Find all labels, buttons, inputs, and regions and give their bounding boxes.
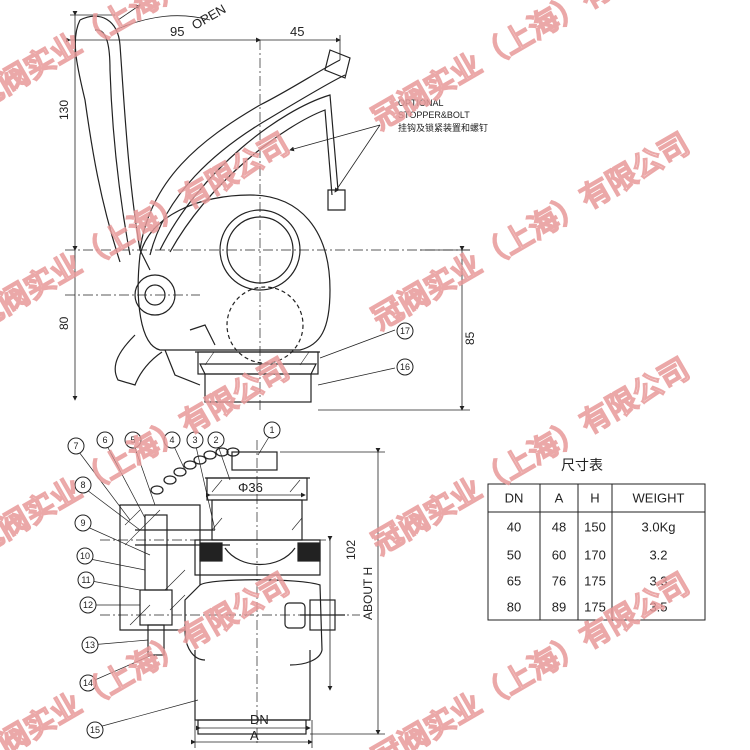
table-cell: 3.3 bbox=[649, 574, 667, 589]
table-cell: 3.0Kg bbox=[642, 520, 676, 535]
svg-text:9: 9 bbox=[80, 518, 85, 528]
bubble-17: 17 bbox=[396, 322, 414, 340]
bubble-13: 13 bbox=[81, 636, 99, 654]
bubble-4: 4 bbox=[163, 431, 181, 449]
section-view bbox=[75, 431, 385, 748]
bubble-16: 16 bbox=[396, 358, 414, 376]
note-leaders bbox=[289, 124, 396, 386]
table-cell: 40 bbox=[507, 520, 521, 535]
table-header-cell: A bbox=[555, 491, 564, 506]
size-table-grid bbox=[487, 483, 706, 621]
bubble-14: 14 bbox=[79, 674, 97, 692]
svg-text:1: 1 bbox=[269, 425, 274, 435]
watermark-text: 冠阀实业（上海）有限公司 bbox=[367, 0, 696, 137]
bubble-11: 11 bbox=[77, 571, 95, 589]
lever-open bbox=[139, 49, 351, 256]
table-cell: 170 bbox=[584, 548, 606, 563]
table-cell: 48 bbox=[552, 520, 566, 535]
svg-text:14: 14 bbox=[83, 678, 93, 688]
dim-dn: DN bbox=[250, 712, 269, 727]
bubble-9: 9 bbox=[74, 514, 92, 532]
bubble-1: 1 bbox=[263, 421, 281, 439]
bubble-10: 10 bbox=[76, 547, 94, 565]
note-line1: OPTIONAL bbox=[398, 98, 444, 108]
svg-text:7: 7 bbox=[73, 441, 78, 451]
open-angle-label: OPEN bbox=[189, 1, 228, 32]
bubble-3: 3 bbox=[186, 431, 204, 449]
svg-text:3: 3 bbox=[192, 435, 197, 445]
table-cell: 150 bbox=[584, 520, 606, 535]
note-line3: 挂钩及锁紧装置和螺钉 bbox=[398, 122, 488, 133]
svg-text:12: 12 bbox=[83, 600, 93, 610]
dim-85: 85 bbox=[463, 331, 477, 345]
cap-hatch bbox=[204, 351, 310, 366]
table-cell: 65 bbox=[507, 574, 521, 589]
bubble-8: 8 bbox=[74, 476, 92, 494]
dim-45: 45 bbox=[290, 24, 304, 39]
centerlines-top bbox=[65, 40, 470, 410]
dimension-lines-top bbox=[66, 4, 470, 411]
bubble-12: 12 bbox=[79, 596, 97, 614]
watermark-text: 冠阀实业（上海）有限公司 bbox=[367, 127, 696, 337]
chain bbox=[150, 447, 240, 495]
dim-80: 80 bbox=[57, 316, 71, 330]
table-header-cell: WEIGHT bbox=[633, 491, 685, 506]
table-cell: 76 bbox=[552, 574, 566, 589]
svg-text:2: 2 bbox=[213, 435, 218, 445]
bubble-5: 5 bbox=[124, 431, 142, 449]
svg-text:16: 16 bbox=[400, 362, 410, 372]
table-cell: 175 bbox=[584, 600, 606, 615]
dim-102: 102 bbox=[344, 540, 358, 560]
svg-text:6: 6 bbox=[102, 435, 107, 445]
svg-text:15: 15 bbox=[90, 725, 100, 735]
table-cell: 3.5 bbox=[649, 600, 667, 615]
size-table: 尺寸表 DN A H WEIGHT 40 48 150 3.0Kg 50 60 170 3.2 65 76… bbox=[487, 458, 706, 621]
watermark: 冠阀实业（上海）有限公司冠阀实业（上海）有限公司冠阀实业（上海）有限公司冠阀实业… bbox=[0, 0, 696, 750]
dim-about-h: ABOUT H bbox=[361, 567, 375, 620]
size-table-title: 尺寸表 bbox=[561, 458, 603, 474]
bubble-15: 15 bbox=[86, 721, 104, 739]
svg-text:4: 4 bbox=[169, 435, 174, 445]
top-view bbox=[65, 4, 470, 411]
svg-text:13: 13 bbox=[85, 640, 95, 650]
svg-text:17: 17 bbox=[400, 326, 410, 336]
table-cell: 89 bbox=[552, 600, 566, 615]
dim-130: 130 bbox=[57, 100, 71, 120]
table-cell: 50 bbox=[507, 548, 521, 563]
table-header-cell: H bbox=[590, 491, 599, 506]
watermark-text: 冠阀实业（上海）有限公司 bbox=[0, 0, 296, 117]
table-cell: 3.2 bbox=[649, 548, 667, 563]
watermark-text: 冠阀实业（上海）有限公司 bbox=[0, 127, 296, 337]
dim-95: 95 bbox=[170, 24, 184, 39]
svg-text:10: 10 bbox=[80, 551, 90, 561]
stopper-bolt bbox=[327, 189, 346, 211]
top-view-labels: OPEN 95 45 130 80 85 OPTIONAL STOPPER&BO… bbox=[57, 1, 488, 376]
bubble-6: 6 bbox=[96, 431, 114, 449]
size-table-cells: DN A H WEIGHT 40 48 150 3.0Kg 50 60 170 3.2 65 76 175 3… bbox=[505, 491, 685, 615]
bubble-2: 2 bbox=[207, 431, 225, 449]
table-header-cell: DN bbox=[505, 491, 524, 506]
table-cell: 80 bbox=[507, 600, 521, 615]
svg-text:8: 8 bbox=[80, 480, 85, 490]
note-line2: STOPPER&BOLT bbox=[398, 110, 470, 120]
watermark-text: 冠阀实业（上海）有限公司 bbox=[367, 567, 696, 750]
bubble-7: 7 bbox=[67, 437, 85, 455]
section-view-labels: 1 2 3 4 5 6 7 8 9 10 11 12 13 14 15 Φ36 … bbox=[67, 421, 375, 743]
svg-text:5: 5 bbox=[130, 435, 135, 445]
table-cell: 60 bbox=[552, 548, 566, 563]
table-cell: 175 bbox=[584, 574, 606, 589]
dim-a: A bbox=[250, 728, 259, 743]
svg-text:11: 11 bbox=[81, 575, 90, 585]
dim-diameter: Φ36 bbox=[238, 480, 263, 495]
